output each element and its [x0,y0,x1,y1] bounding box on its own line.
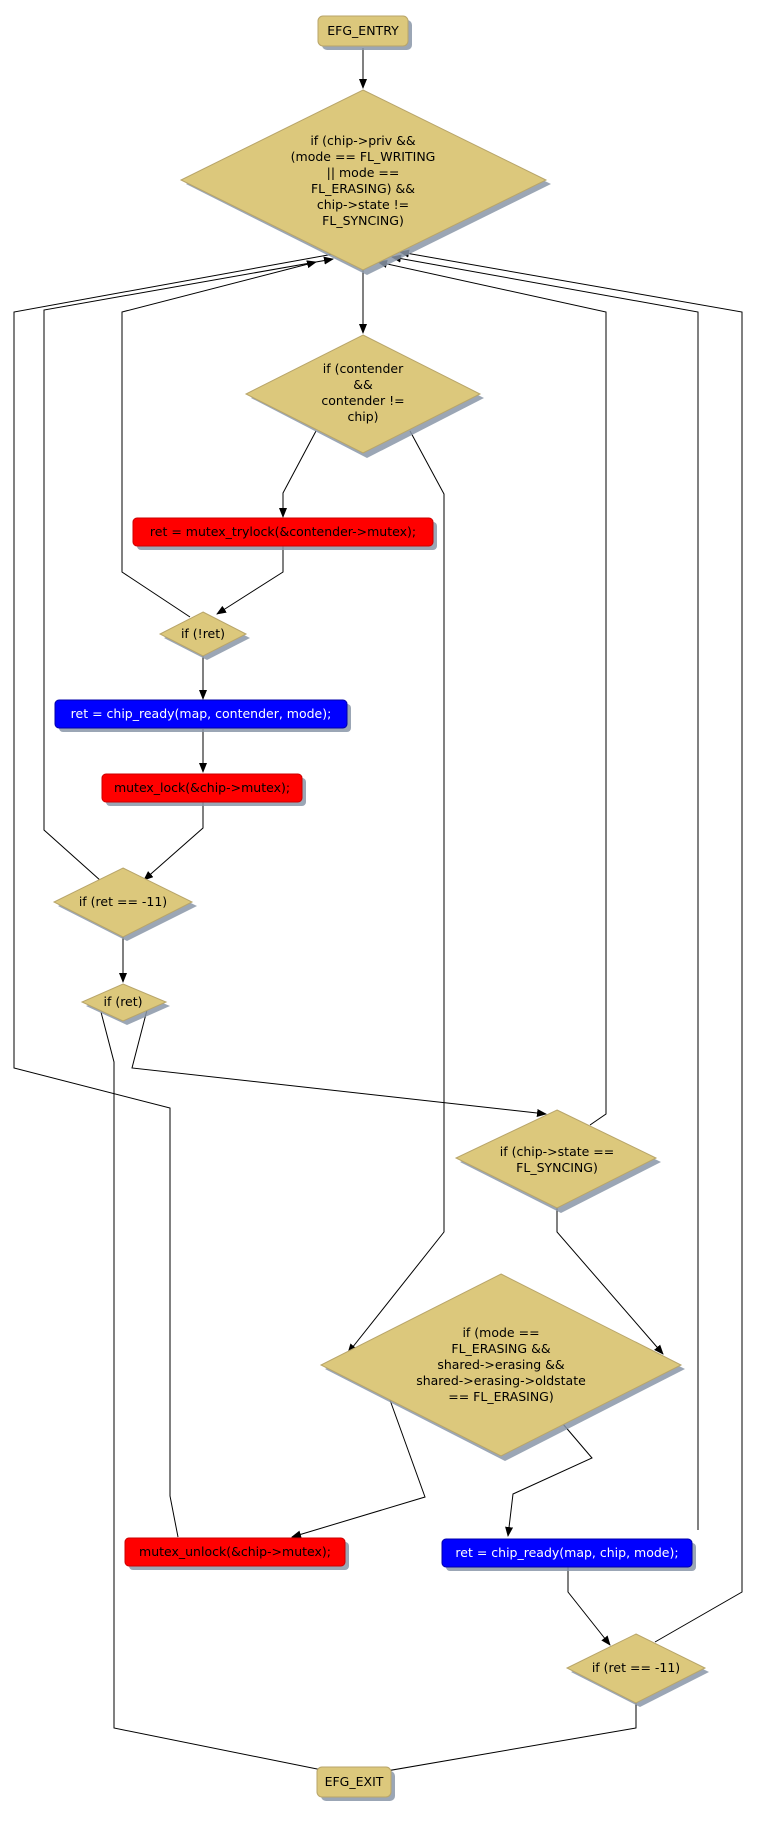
edge-cond-erasing-to-chip-ready-chip [505,1423,593,1537]
mutex-lock-label: mutex_lock(&chip->mutex); [114,780,290,795]
cond-contender-line-4: chip) [347,409,378,424]
edge-mutex-lock-to-cond-ret-eagain-1 [143,802,204,881]
edge-mutex-unlock-loop-back [13,248,351,1538]
cond-ret-eagain-1-label: if (ret == -11) [79,894,167,909]
chip-ready-chip-label: ret = chip_ready(map, chip, mode); [455,1545,678,1560]
edge-cond-syncing-to-cond-erasing [556,1208,664,1355]
edge-cond-syncing-extra [391,254,699,1530]
entry-label: EFG_ENTRY [327,23,399,38]
cond-not-ret-label: if (!ret) [181,626,225,641]
cond-contender-line-3: contender != [321,393,404,408]
node-chip-ready-contender: ret = chip_ready(map, contender, mode); [54,699,351,732]
node-cond-ret: if (ret) [80,983,170,1025]
edge-cond-ret-to-exit [100,1011,338,1776]
edge-cond-ret-eagain-2-loop-back [399,249,743,1643]
cond-priv-line-2: (mode == FL_WRITING [291,149,436,164]
edge-chip-ready-chip-to-cond-ret-eagain-2 [567,1567,611,1646]
cond-erasing-line-4: shared->erasing->oldstate [416,1373,586,1388]
cond-priv-line-6: FL_SYNCING) [322,213,404,228]
edge-cond-ret-eagain-2-to-exit [368,1703,637,1777]
cond-erasing-line-1: if (mode == [462,1325,539,1340]
cond-ret-label: if (ret) [103,994,142,1009]
nodes: EFG_ENTRY if (chip->priv && (mode == FL_… [52,15,709,1801]
cond-erasing-line-2: FL_ERASING && [451,1341,550,1356]
node-cond-ret-eagain-2: if (ret == -11) [565,1633,709,1707]
edge-cond-syncing-loop-back [377,260,607,1126]
edge-trylock-to-cond-not-ret [216,546,284,615]
node-cond-contender: if (contender && contender != chip) [244,334,484,458]
cond-erasing-line-3: shared->erasing && [437,1357,565,1372]
edge-cond-not-ret-loop-back [121,260,317,618]
exit-label: EFG_EXIT [325,1774,384,1789]
cond-contender-line-1: if (contender [323,361,404,376]
chip-ready-contender-label: ret = chip_ready(map, contender, mode); [71,706,332,721]
node-mutex-lock: mutex_lock(&chip->mutex); [101,773,306,806]
cond-contender-line-2: && [353,377,373,392]
node-cond-priv: if (chip->priv && (mode == FL_WRITING ||… [179,89,551,275]
edge-cond-erasing-to-mutex-unlock [291,1399,426,1539]
node-cond-erasing: if (mode == FL_ERASING && shared->erasin… [319,1273,685,1461]
cond-priv-line-1: if (chip->priv && [310,133,416,148]
node-cond-syncing: if (chip->state == FL_SYNCING) [454,1109,661,1213]
edge-cond-contender-to-cond-erasing [347,430,445,1354]
cond-erasing-line-5: == FL_ERASING) [448,1389,554,1404]
edge-cond-ret-to-cond-syncing [131,1009,547,1117]
edges [13,48,743,1777]
node-entry: EFG_ENTRY [317,15,412,50]
cond-priv-line-3: || mode == [327,165,400,180]
node-mutex-unlock: mutex_unlock(&chip->mutex); [124,1537,349,1570]
edge-cond-contender-to-trylock [279,430,317,518]
node-cond-not-ret: if (!ret) [158,611,250,660]
cond-ret-eagain-2-label: if (ret == -11) [592,1660,680,1675]
edge-cond-ret-eagain-1-loop-back [43,256,334,882]
cond-syncing-line-2: FL_SYNCING) [516,1160,598,1175]
node-trylock: ret = mutex_trylock(&contender->mutex); [132,517,437,550]
cond-syncing-line-1: if (chip->state == [500,1144,615,1159]
mutex-unlock-label: mutex_unlock(&chip->mutex); [139,1544,331,1559]
cond-priv-line-5: chip->state != [317,197,409,212]
cond-priv-line-4: FL_ERASING) && [311,181,415,196]
node-cond-ret-eagain-1: if (ret == -11) [52,867,197,941]
trylock-label: ret = mutex_trylock(&contender->mutex); [150,524,416,539]
node-chip-ready-chip: ret = chip_ready(map, chip, mode); [441,1538,696,1571]
node-exit: EFG_EXIT [316,1766,395,1801]
